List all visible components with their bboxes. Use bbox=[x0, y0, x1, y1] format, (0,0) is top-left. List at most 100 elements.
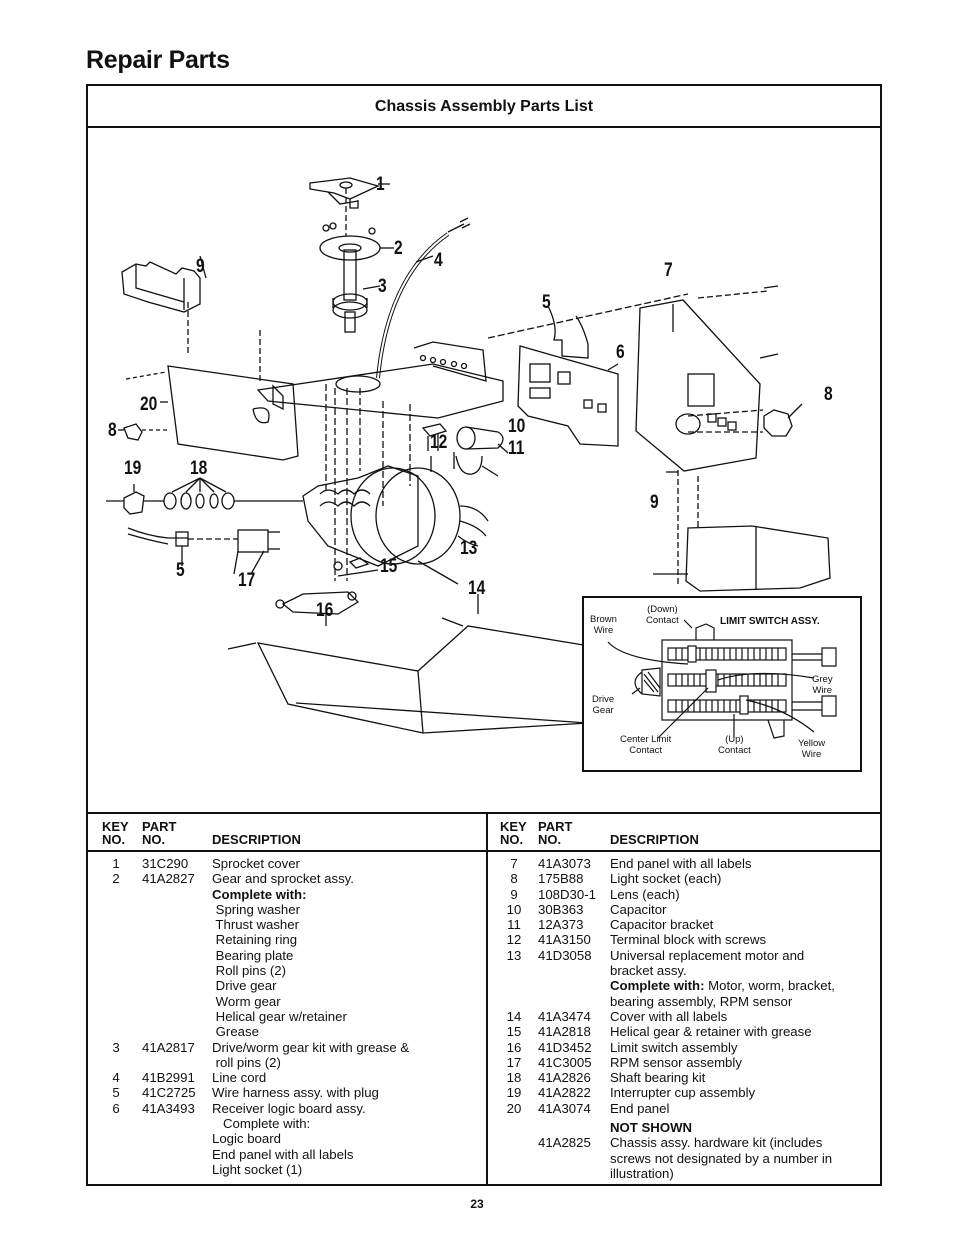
key-number: 19 bbox=[506, 1085, 522, 1101]
key-number: 18 bbox=[506, 1070, 522, 1086]
table-row: 18 41A2826 Shaft bearing kit bbox=[488, 1070, 880, 1085]
table-row: End panel with all labels bbox=[88, 1147, 486, 1162]
callout-9-left: 9 bbox=[196, 256, 205, 277]
part-description: bearing assembly, RPM sensor bbox=[610, 993, 793, 1009]
callout-10: 10 bbox=[508, 416, 526, 437]
header-key-1: KEY bbox=[102, 819, 129, 834]
key-number: 2 bbox=[112, 871, 120, 887]
table-row: Complete with: bbox=[88, 887, 486, 902]
part-number: 31C290 bbox=[142, 856, 189, 871]
label-down-contact: (Down) Contact bbox=[646, 604, 679, 626]
part-description: illustration) bbox=[610, 1165, 674, 1181]
key-number: 5 bbox=[112, 1085, 120, 1101]
label-grey-wire: Grey Wire bbox=[812, 674, 833, 696]
parts-frame: Chassis Assembly Parts List bbox=[86, 84, 882, 1186]
part-limit-switch bbox=[275, 591, 360, 626]
part-number: 108D30-1 bbox=[538, 886, 596, 902]
table-row: Thrust washer bbox=[88, 917, 486, 932]
part-description: Logic board bbox=[212, 1131, 281, 1147]
part-number: 41A2826 bbox=[538, 1070, 591, 1086]
table-row: Helical gear w/retainer bbox=[88, 1009, 486, 1024]
part-description: Light socket (1) bbox=[212, 1161, 303, 1177]
key-number: 11 bbox=[507, 917, 521, 933]
part-capacitor bbox=[453, 426, 509, 477]
key-number: 9 bbox=[510, 886, 518, 902]
part-description: roll pins (2) bbox=[212, 1054, 281, 1070]
header-description: DESCRIPTION bbox=[212, 832, 301, 847]
callout-5-plug: 5 bbox=[176, 560, 185, 581]
part-number: 30B363 bbox=[538, 901, 584, 917]
table-row: screws not designated by a number in bbox=[488, 1151, 880, 1166]
part-number: 175B88 bbox=[538, 871, 584, 887]
key-number: 13 bbox=[506, 947, 522, 963]
part-description: screws not designated by a number in bbox=[610, 1150, 833, 1166]
callout-14: 14 bbox=[468, 578, 486, 599]
part-number: 41A3474 bbox=[538, 1008, 591, 1024]
key-number: 4 bbox=[112, 1070, 120, 1086]
key-number: 7 bbox=[510, 856, 518, 871]
callout-16: 16 bbox=[316, 600, 334, 621]
part-number: 12A373 bbox=[538, 917, 584, 933]
table-row: Roll pins (2) bbox=[88, 963, 486, 978]
part-description: Chassis assy. hardware kit (includes bbox=[610, 1135, 823, 1151]
table-row: roll pins (2) bbox=[88, 1055, 486, 1070]
section-title: Chassis Assembly Parts List bbox=[88, 86, 880, 128]
table-row: Complete with: bbox=[88, 1116, 486, 1131]
callout-15: 15 bbox=[380, 556, 398, 577]
callout-3: 3 bbox=[378, 276, 387, 297]
part-description: Thrust washer bbox=[212, 917, 299, 933]
part-description: Limit switch assembly bbox=[610, 1039, 738, 1055]
header-key-2: NO. bbox=[500, 832, 524, 847]
limit-switch-artwork bbox=[607, 619, 837, 739]
part-description: Drive/worm gear kit with grease & bbox=[212, 1039, 410, 1055]
callout-1: 1 bbox=[376, 174, 385, 195]
label-center-limit-contact: Center Limit Contact bbox=[620, 734, 672, 756]
part-number: 41A3073 bbox=[538, 856, 591, 871]
table-row: 9 108D30-1 Lens (each) bbox=[488, 887, 880, 902]
exploded-diagram: 1 2 3 4 5 5 6 7 8 8 9 9 10 11 12 13 14 1… bbox=[88, 126, 880, 812]
key-number: 14 bbox=[506, 1008, 522, 1024]
part-description: Bearing plate bbox=[212, 947, 294, 963]
table-row: Logic board bbox=[88, 1131, 486, 1146]
part-description: Cover with all labels bbox=[610, 1008, 728, 1024]
part-description: RPM sensor assembly bbox=[610, 1054, 742, 1070]
callout-18: 18 bbox=[190, 458, 208, 479]
part-description: Helical gear w/retainer bbox=[212, 1008, 347, 1024]
callout-5-harness: 5 bbox=[542, 292, 551, 313]
callout-11: 11 bbox=[508, 438, 525, 459]
label-drive-gear: Drive Gear bbox=[592, 694, 615, 716]
part-description: Capacitor bbox=[610, 901, 667, 917]
label-brown-wire: Brown Wire bbox=[590, 614, 617, 636]
part-light-socket-left bbox=[118, 423, 168, 441]
key-number: 6 bbox=[112, 1100, 120, 1116]
part-light-socket-right bbox=[763, 403, 803, 437]
callout-2: 2 bbox=[394, 238, 403, 259]
part-description: Complete with: Motor, worm, bracket, bbox=[610, 978, 835, 994]
table-header: KEY NO. PART NO. DESCRIPTION bbox=[88, 814, 486, 852]
callout-7: 7 bbox=[664, 260, 673, 281]
key-number: 15 bbox=[506, 1024, 522, 1040]
part-description: Sprocket cover bbox=[212, 856, 300, 871]
part-cover bbox=[227, 594, 629, 734]
part-number: 41D3058 bbox=[538, 947, 592, 963]
label-up-contact: (Up) Contact bbox=[718, 734, 751, 756]
part-description: Lens (each) bbox=[610, 886, 680, 902]
callout-9-right: 9 bbox=[650, 492, 659, 513]
part-description: Shaft bearing kit bbox=[610, 1070, 706, 1086]
table-row: Complete with: Motor, worm, bracket, bbox=[488, 978, 880, 993]
callout-6: 6 bbox=[616, 342, 625, 363]
part-description: Helical gear & retainer with grease bbox=[610, 1024, 812, 1040]
part-description: Gear and sprocket assy. bbox=[212, 871, 354, 887]
